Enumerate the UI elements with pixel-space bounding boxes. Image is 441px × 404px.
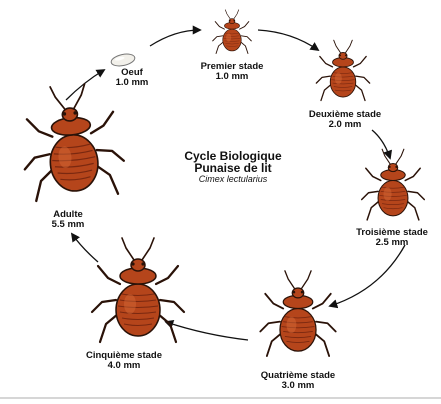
- stage-label-fifth-instar: Cinquième stade 4.0 mm: [86, 351, 162, 371]
- arrow-fifth-to-adult: [72, 234, 98, 262]
- arrow-egg-to-first: [150, 30, 200, 46]
- stage-label-egg: Oeuf 1.0 mm: [116, 68, 149, 88]
- arrow-fourth-to-fifth: [166, 322, 248, 340]
- stage-label-fourth-instar: Quatrième stade 3.0 mm: [261, 371, 335, 391]
- stage-label-third-instar: Troisième stade 2.5 mm: [356, 228, 428, 248]
- stage-size: 3.0 mm: [261, 381, 335, 391]
- species-name: Cimex lectularius: [184, 174, 281, 185]
- bedbug-first-instar-icon: [213, 10, 252, 54]
- arrow-second-to-third: [372, 130, 390, 158]
- diagram-title: Cycle Biologique Punaise de lit Cimex le…: [184, 150, 281, 185]
- stage-label-second-instar: Deuxième stade 2.0 mm: [309, 110, 381, 130]
- bedbug-third-instar-icon: [362, 149, 425, 220]
- egg-icon: [110, 52, 136, 68]
- stage-size: 2.5 mm: [356, 238, 428, 248]
- bottom-divider: [0, 397, 441, 399]
- title-line-2: Punaise de lit: [184, 162, 281, 174]
- stage-size: 1.0 mm: [116, 78, 149, 88]
- stage-label-adult: Adulte 5.5 mm: [52, 210, 85, 230]
- bedbug-adult-icon: [18, 81, 127, 202]
- stage-size: 1.0 mm: [201, 72, 264, 82]
- stage-size: 5.5 mm: [52, 220, 85, 230]
- stage-label-first-instar: Premier stade 1.0 mm: [201, 62, 264, 82]
- bedbug-second-instar-icon: [316, 40, 369, 100]
- stage-size: 4.0 mm: [86, 361, 162, 371]
- arrow-first-to-second: [258, 30, 318, 50]
- stage-size: 2.0 mm: [309, 120, 381, 130]
- bedbug-fourth-instar-icon: [260, 271, 335, 356]
- arrow-third-to-fourth: [330, 245, 405, 306]
- bedbug-fifth-instar-icon: [92, 238, 184, 342]
